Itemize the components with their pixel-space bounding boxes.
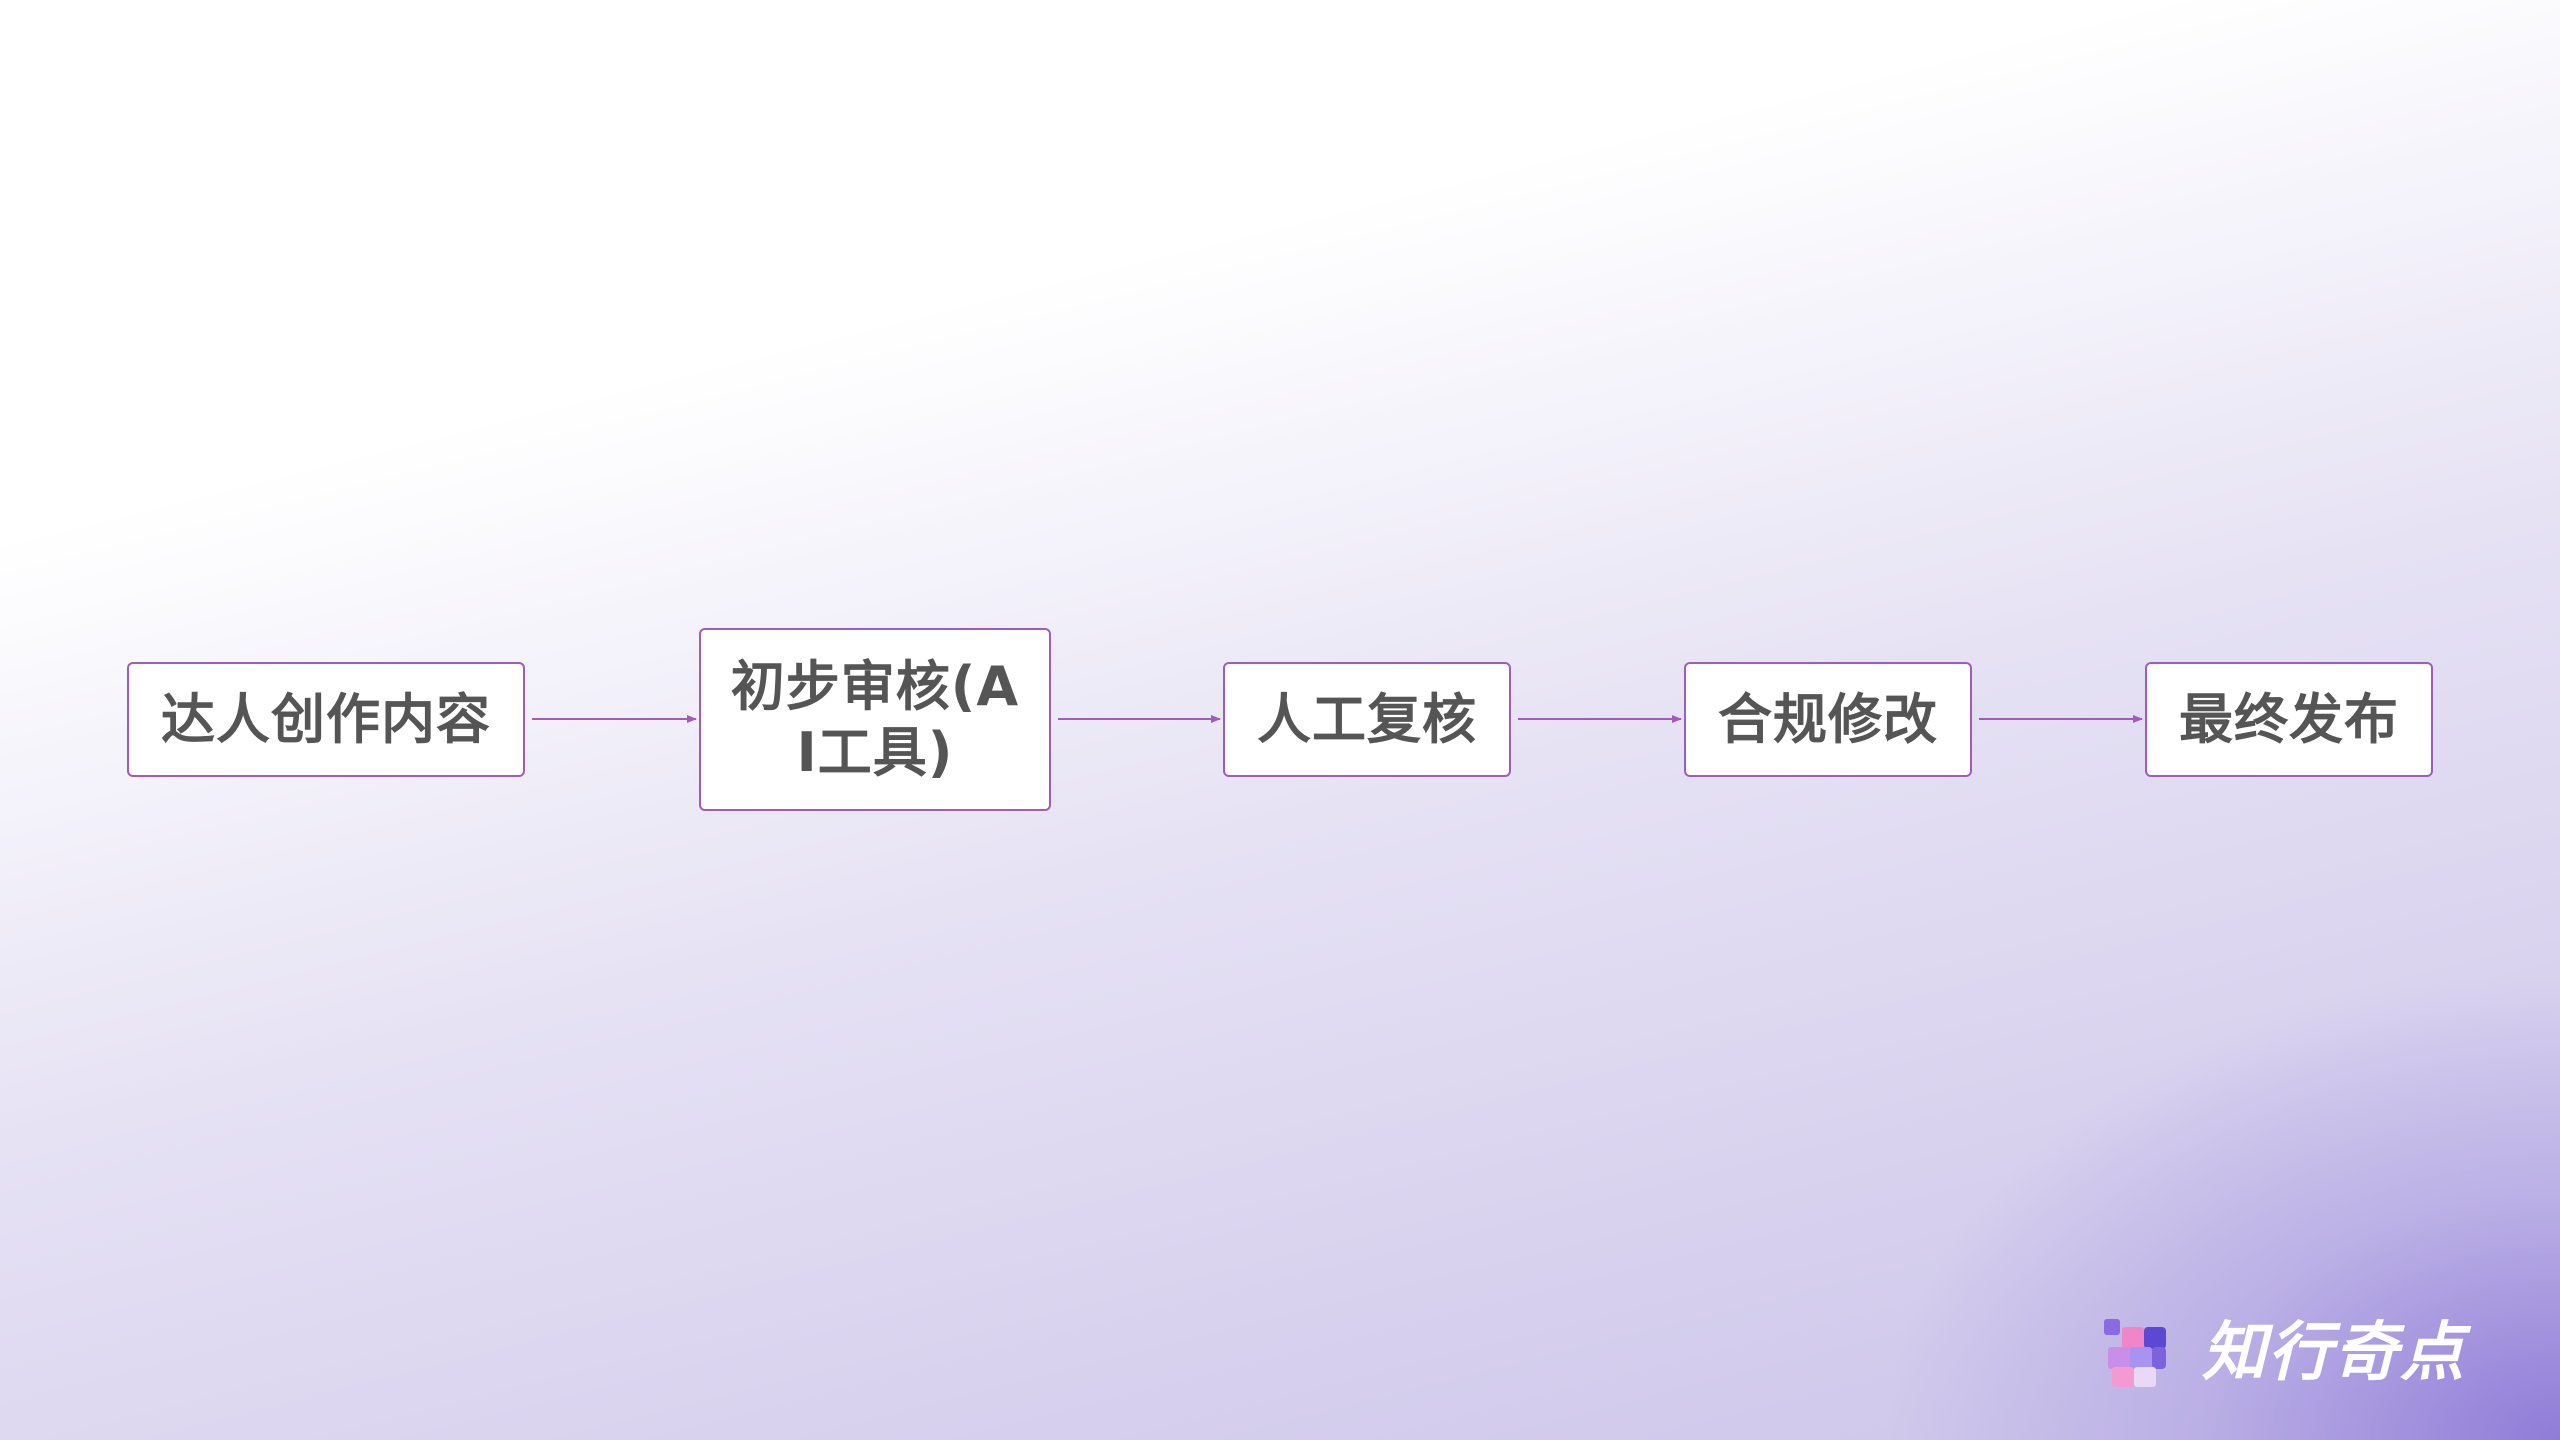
brand-name: 知行奇点: [2202, 1316, 2466, 1390]
step-label: 达人创作内容: [161, 687, 491, 751]
step-label: 合规修改: [1718, 687, 1938, 751]
step-label: 最终发布: [2179, 687, 2399, 751]
step-box-initial-review: 初步审核(AI工具): [699, 628, 1051, 811]
brand-logo: 知行奇点: [2100, 1316, 2466, 1390]
step-box-create-content: 达人创作内容: [127, 662, 525, 777]
step-label: 初步审核(AI工具): [730, 654, 1020, 784]
step-label: 人工复核: [1257, 687, 1477, 751]
step-box-final-publish: 最终发布: [2145, 662, 2433, 777]
step-box-manual-review: 人工复核: [1223, 662, 1511, 777]
tiled-squares-logo-icon: [2104, 1319, 2166, 1387]
step-box-compliance-edit: 合规修改: [1684, 662, 1972, 777]
